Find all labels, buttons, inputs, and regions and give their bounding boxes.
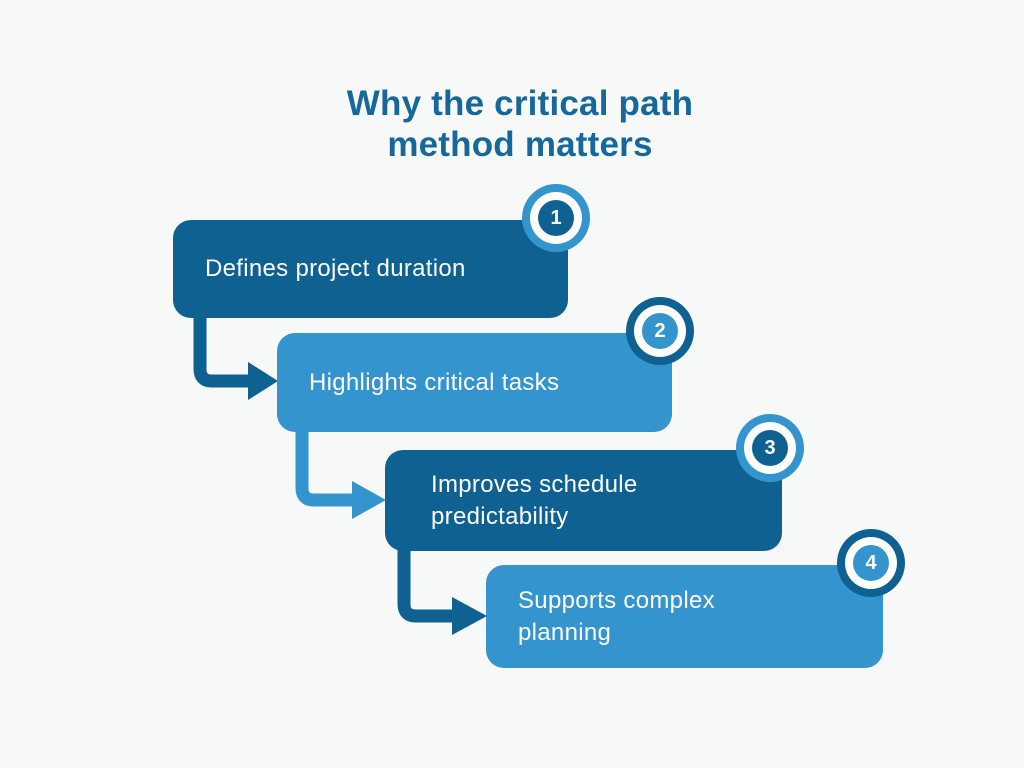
badge-inner-circle-4: 4 bbox=[853, 545, 889, 581]
badge-inner-circle-2: 2 bbox=[642, 313, 678, 349]
step-number-badge-2: 2 bbox=[626, 297, 694, 365]
badge-ring-4: 4 bbox=[845, 537, 897, 589]
step-number-badge-1: 1 bbox=[522, 184, 590, 252]
step-box-4: Supports complex planning 4 bbox=[486, 529, 905, 668]
step-label-1: Defines project duration bbox=[205, 255, 466, 283]
step-box-3: Improves schedule predictability 3 bbox=[385, 414, 804, 551]
step-label-2: Highlights critical tasks bbox=[309, 368, 560, 396]
step-number-4: 4 bbox=[865, 551, 877, 574]
step-label-3: Improves schedule predictability bbox=[431, 471, 638, 530]
step-box-2: Highlights critical tasks 2 bbox=[277, 297, 694, 432]
step-number-badge-4: 4 bbox=[837, 529, 905, 597]
badge-ring-2: 2 bbox=[634, 305, 686, 357]
step-number-1: 1 bbox=[550, 206, 562, 229]
badge-inner-circle-3: 3 bbox=[752, 430, 788, 466]
page-title: Why the critical path method matters bbox=[346, 84, 694, 164]
badge-ring-1: 1 bbox=[530, 192, 582, 244]
badge-inner-circle-1: 1 bbox=[538, 200, 574, 236]
step-number-badge-3: 3 bbox=[736, 414, 804, 482]
step-number-2: 2 bbox=[654, 319, 666, 342]
connector-arrow-2 bbox=[295, 423, 386, 519]
step-label-4: Supports complex planning bbox=[518, 587, 715, 646]
step-box-1: Defines project duration 1 bbox=[173, 184, 590, 318]
connector-arrow-3 bbox=[397, 542, 487, 635]
connector-arrow-1 bbox=[193, 308, 278, 400]
step-number-3: 3 bbox=[764, 436, 776, 459]
badge-ring-3: 3 bbox=[744, 422, 796, 474]
